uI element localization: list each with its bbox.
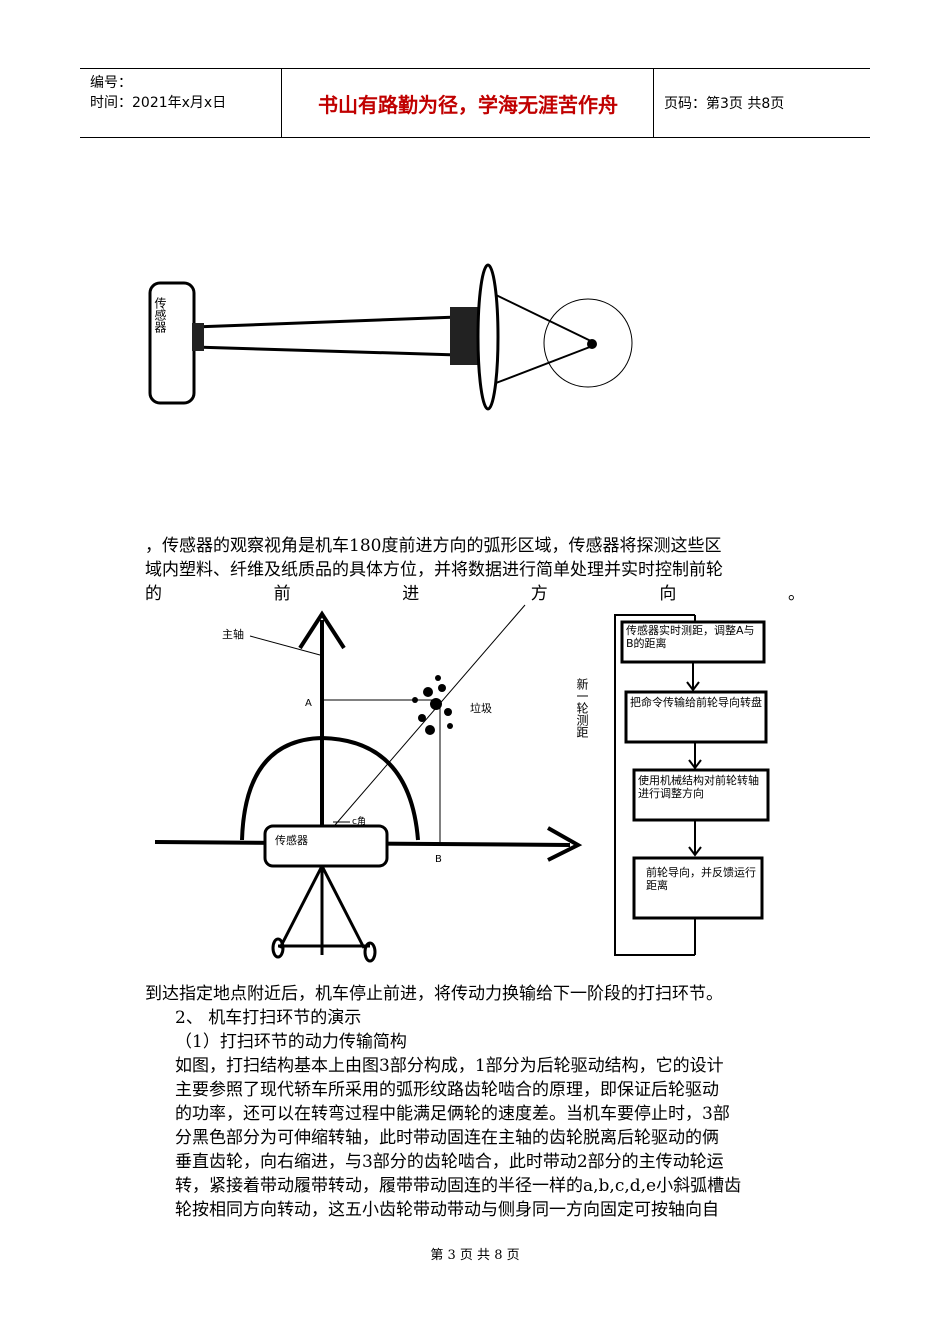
loop-label: 新一轮测距: [575, 677, 589, 738]
body-line: 到达指定地点附近后，机车停止前进，将传动力换输给下一阶段的打扫环节。: [145, 984, 723, 1004]
angle-label: c角: [352, 815, 366, 827]
gear-block: [450, 307, 478, 365]
detection-point: [587, 339, 597, 349]
char: 向: [659, 584, 677, 604]
header-time: 时间：2021年x月x日: [90, 95, 227, 111]
flow-box-4: [632, 856, 764, 920]
char: 前: [273, 584, 291, 604]
wheel-right: [363, 941, 377, 963]
dish-strut-top: [495, 294, 596, 344]
sensor-antenna-figure: 传感器: [148, 263, 633, 411]
horizontal-axis-arrowhead: [547, 826, 583, 862]
sensor-label: 传感器: [275, 834, 308, 847]
detection-circle: [543, 298, 633, 388]
flow-box-4-text: 前轮导向，并反馈运行距离: [646, 866, 756, 892]
body-line: 主要参照了现代轿车所采用的弧形纹路齿轮啮合的原理，即保证后轮驱动: [175, 1080, 719, 1100]
leg-left: [278, 865, 324, 949]
page-header: 编号： 时间：2021年x月x日 书山有路勤为径，学海无涯苦作舟 页码：第3页 …: [80, 68, 870, 138]
sensor-body: [263, 824, 389, 868]
dish-strut-bottom: [495, 344, 596, 384]
page-footer: 第 3 页 共 8 页: [430, 1248, 520, 1263]
flow-box-2: [624, 690, 768, 744]
wheel-left: [271, 937, 285, 959]
header-meta: 编号： 时间：2021年x月x日: [80, 69, 282, 137]
body-line: 垂直齿轮，向右缩进，与3部分的齿轮啮合，此时带动2部分的主传动轮运: [175, 1152, 724, 1172]
flow-arrowhead-3: [688, 846, 702, 857]
dish-antenna: [476, 263, 500, 411]
body-line: 如图，打扫结构基本上由图3部分构成，1部分为后轮驱动结构，它的设计: [175, 1056, 724, 1076]
paragraph-line: 域内塑料、纤维及纸质品的具体方位，并将数据进行简单处理并实时控制前轮: [145, 560, 723, 580]
header-motto: 书山有路勤为径，学海无涯苦作舟: [283, 69, 654, 137]
flow-box-2-text: 把命令传输给前轮导向转盘: [630, 696, 762, 709]
section-heading: 2、 机车打扫环节的演示: [175, 1008, 362, 1028]
paragraph-line: ，传感器的观察视角是机车180度前进方向的弧形区域，传感器将探测这些区: [145, 536, 722, 556]
char: 方: [530, 584, 548, 604]
garbage-cluster: [412, 675, 453, 735]
shaft-top-line: [193, 315, 459, 329]
sensor-label-vertical: 传感器: [153, 296, 167, 334]
flow-box-3: [632, 768, 770, 822]
flow-box-1: [620, 620, 766, 664]
body-line: 转，紧接着带动履带转动，履带带动固连的半径一样的a,b,c,d,e小斜弧槽齿: [175, 1176, 742, 1196]
flow-arrowhead-2: [688, 759, 702, 770]
shaft-coupling-left: [192, 323, 204, 351]
flow-box-1-text: 传感器实时测距，调整A与B的距离: [626, 624, 755, 650]
garbage-label: 垃圾: [470, 701, 492, 715]
subsection-heading: （1）打扫环节的动力传输简构: [175, 1032, 407, 1052]
flow-arrowhead-1: [686, 681, 700, 692]
point-b-label: B: [435, 854, 442, 865]
body-line: 分黑色部分为可伸缩转轴，此时带动固连在主轴的齿轮脱离后轮驱动的俩: [175, 1128, 719, 1148]
header-number: 编号：: [90, 75, 132, 91]
char: 的: [145, 584, 162, 604]
detection-arc: [240, 735, 420, 841]
char: 进: [402, 584, 420, 604]
flow-box-3-text: 使用机械结构对前轮转轴进行调整方向: [638, 774, 759, 800]
paragraph-sensor-description: ，传感器的观察视角是机车180度前进方向的弧形区域，传感器将探测这些区 域内塑料…: [145, 534, 805, 606]
header-page-info: 页码：第3页 共8页: [664, 96, 785, 112]
body-text: 到达指定地点附近后，机车停止前进，将传动力换输给下一阶段的打扫环节。 2、 机车…: [145, 982, 805, 1222]
body-line: 轮按相同方向转动，这五小齿轮带动带动与侧身同一方向固定可按轴向自: [175, 1200, 719, 1220]
loop-line: [614, 614, 695, 956]
point-a-label: A: [305, 698, 312, 709]
body-line: 的功率，还可以在转弯过程中能满足俩轮的速度差。当机车要停止时，3部: [175, 1104, 730, 1124]
leg-right: [320, 865, 366, 949]
main-axis-label: 主轴: [222, 627, 244, 641]
main-axis-arrowhead: [298, 610, 346, 650]
char: 。: [787, 584, 805, 604]
sight-line: [334, 604, 526, 826]
paragraph-line-justified: 的 前 进 方 向 。: [145, 582, 805, 606]
geometry-diagram: 主轴 A B 垃圾 传感器 c角: [154, 604, 583, 963]
main-axis-pointer: [249, 635, 321, 656]
shaft-bottom-line: [193, 345, 459, 357]
control-flowchart: 新一轮测距 传感器实时测距，调整A与B的距离 把命令传输给前轮导向转盘 使用机械…: [575, 614, 770, 956]
